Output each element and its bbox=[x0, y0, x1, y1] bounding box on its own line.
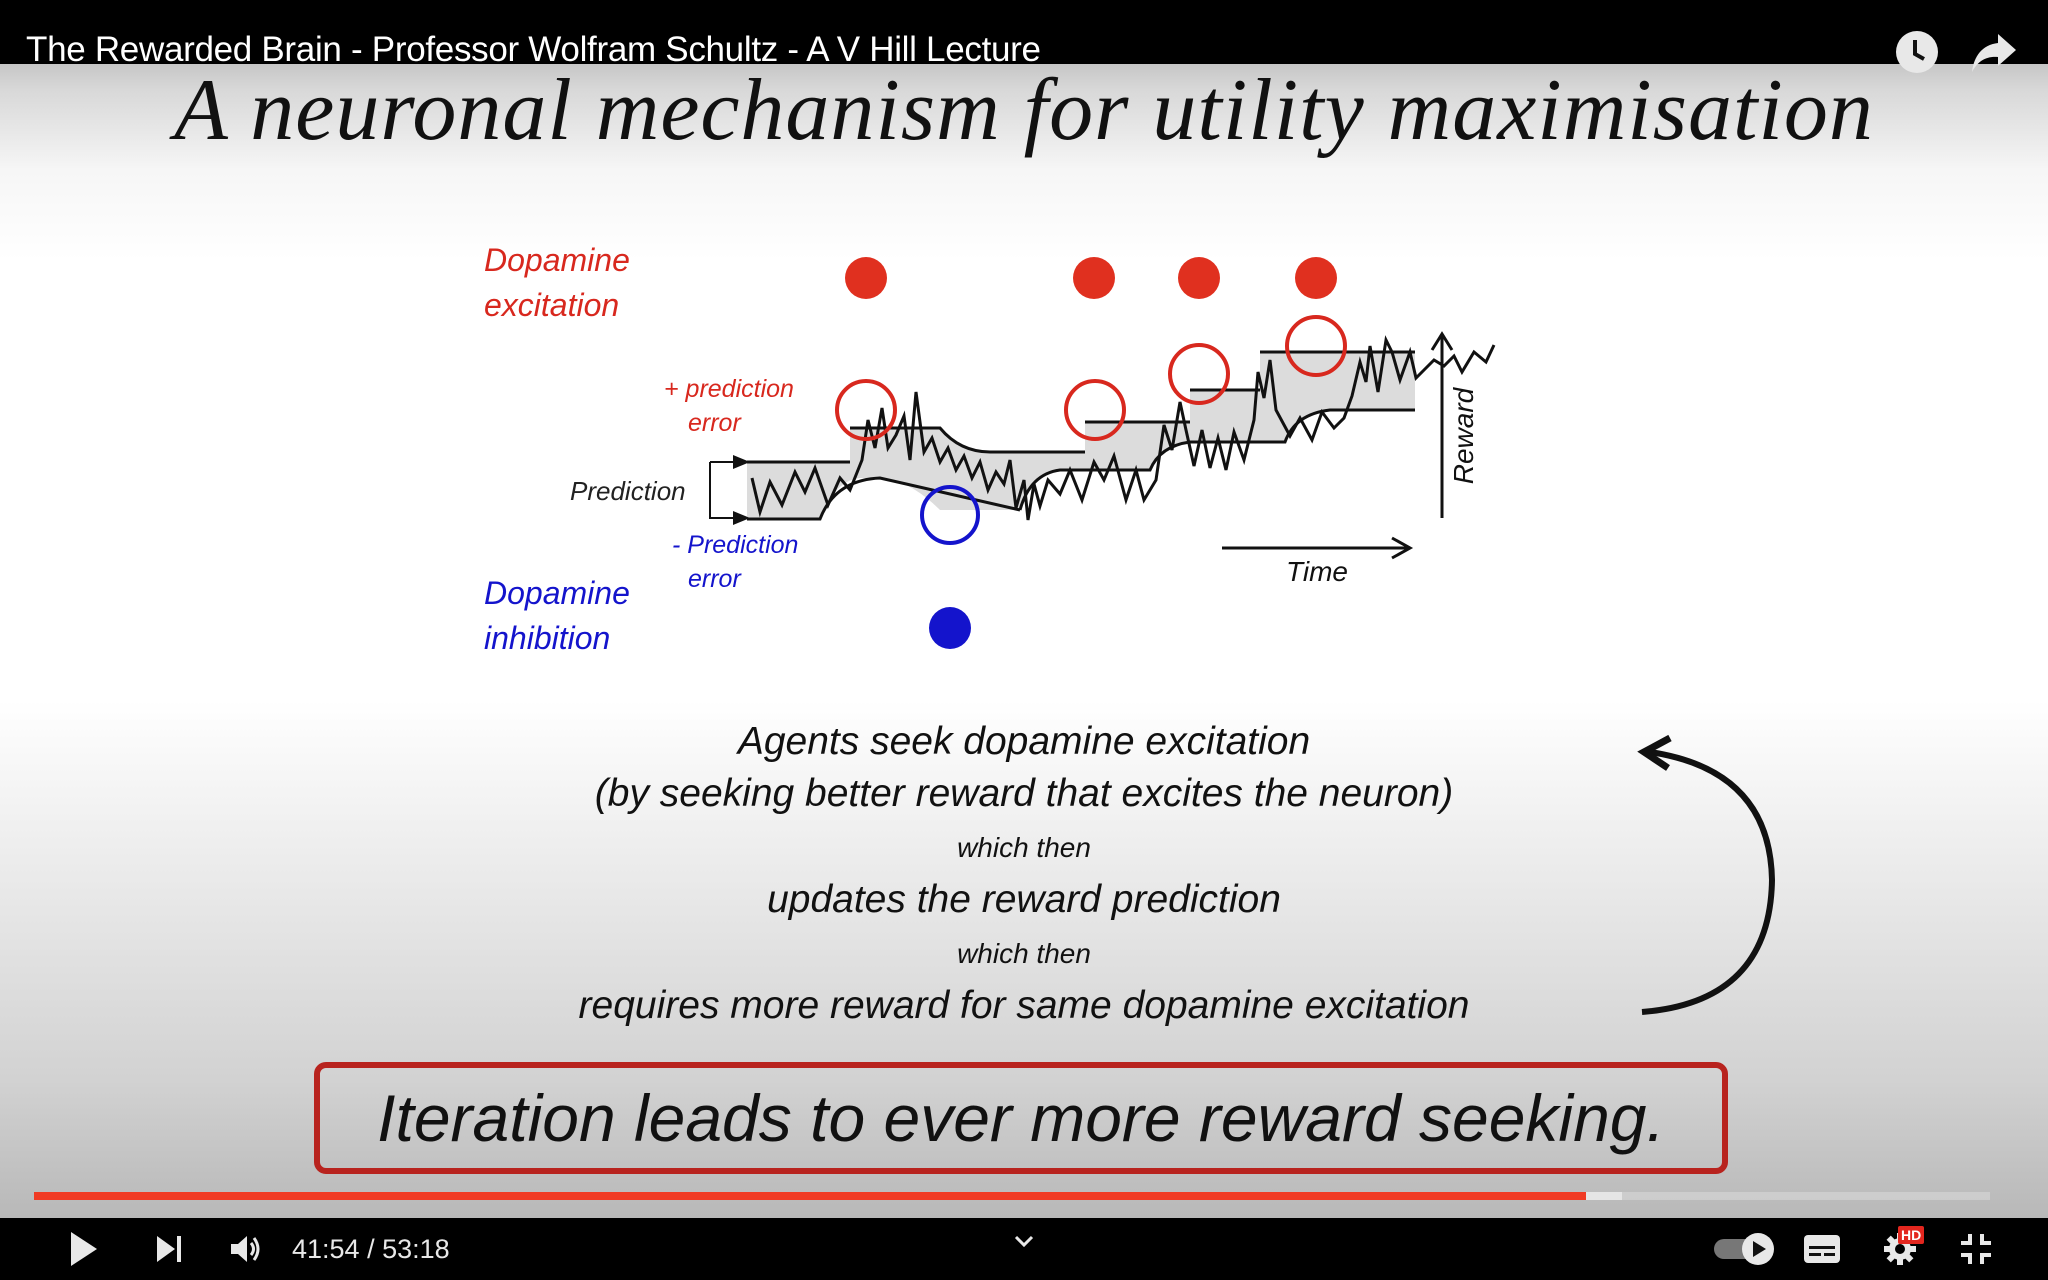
excitation-label-1: Dopamine bbox=[484, 242, 630, 278]
exit-fullscreen-button[interactable] bbox=[1956, 1218, 1996, 1280]
inhibition-dot bbox=[929, 607, 971, 649]
inhibition-label-2: inhibition bbox=[484, 620, 611, 656]
plus-error-label-1: + prediction bbox=[664, 375, 794, 403]
chevron-down-icon bbox=[1014, 1235, 1034, 1247]
text-line-6: requires more reward for same dopamine e… bbox=[578, 984, 1470, 1027]
plus-error-label-2: error bbox=[688, 409, 741, 437]
callout-text: Iteration leads to ever more reward seek… bbox=[377, 1081, 1665, 1155]
excitation-dot bbox=[1073, 257, 1115, 299]
play-button[interactable] bbox=[60, 1218, 108, 1280]
exit-fullscreen-icon bbox=[1961, 1234, 1991, 1264]
progress-played bbox=[34, 1192, 1586, 1200]
subtitles-button[interactable] bbox=[1802, 1218, 1842, 1280]
subtitles-icon bbox=[1804, 1235, 1840, 1263]
autoplay-toggle-icon bbox=[1714, 1233, 1774, 1265]
excitation-dot bbox=[845, 257, 887, 299]
volume-icon bbox=[231, 1236, 260, 1262]
hd-badge: HD bbox=[1898, 1226, 1925, 1244]
excitation-dot bbox=[1178, 257, 1220, 299]
clock-icon bbox=[1896, 31, 1938, 73]
prediction-label: Prediction bbox=[570, 476, 686, 506]
text-line-5: which then bbox=[957, 938, 1091, 969]
video-frame[interactable]: A neuronal mechanism for utility maximis… bbox=[0, 0, 2048, 1218]
slide-title: A neuronal mechanism for utility maximis… bbox=[174, 62, 1874, 159]
text-line-1: Agents seek dopamine excitation bbox=[737, 720, 1311, 763]
minus-error-label-2: error bbox=[688, 565, 741, 593]
callout-box: Iteration leads to ever more reward seek… bbox=[314, 1062, 1728, 1174]
text-line-2: (by seeking better reward that excites t… bbox=[594, 772, 1454, 815]
excitation-dot bbox=[1295, 257, 1337, 299]
neuron-activity-trace bbox=[750, 335, 1496, 521]
cycle-arrow-icon bbox=[1637, 734, 1776, 1015]
chapters-expand-button[interactable] bbox=[1006, 1210, 1042, 1272]
autoplay-toggle[interactable] bbox=[1712, 1218, 1778, 1280]
video-title[interactable]: The Rewarded Brain - Professor Wolfram S… bbox=[26, 30, 1041, 69]
top-bar bbox=[0, 0, 2048, 64]
excitation-label-2: excitation bbox=[484, 287, 620, 323]
text-line-4: updates the reward prediction bbox=[767, 878, 1281, 921]
prediction-band bbox=[747, 352, 1415, 519]
next-icon bbox=[157, 1236, 181, 1262]
player-controls: 41:54 / 53:18 bbox=[0, 1218, 2048, 1280]
dopamine-diagram bbox=[709, 257, 1496, 649]
time-axis-label: Time bbox=[1286, 556, 1348, 587]
progress-bar[interactable] bbox=[34, 1192, 2014, 1200]
share-arrow-icon bbox=[1972, 34, 2016, 72]
time-display: 41:54 / 53:18 bbox=[292, 1234, 450, 1264]
next-button[interactable] bbox=[150, 1218, 190, 1280]
volume-button[interactable] bbox=[224, 1218, 268, 1280]
minus-error-label-1: - Prediction bbox=[672, 531, 799, 559]
share-button[interactable] bbox=[1970, 28, 2018, 76]
watch-later-button[interactable] bbox=[1893, 28, 1941, 76]
text-line-3: which then bbox=[957, 832, 1091, 863]
inhibition-label-1: Dopamine bbox=[484, 575, 630, 611]
play-icon bbox=[71, 1232, 97, 1266]
reward-axis-label: Reward bbox=[1448, 387, 1480, 485]
